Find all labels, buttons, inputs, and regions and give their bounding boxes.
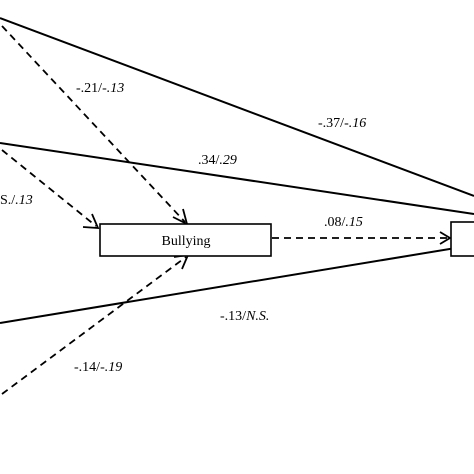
coef-pred1-outcome-plain: -.37/ bbox=[318, 116, 344, 131]
coef-pred4-bullying: -.14/-.19 bbox=[74, 360, 122, 375]
coef-pred1-bullying: -.21/-.13 bbox=[76, 81, 124, 96]
path-pred2-outcome bbox=[0, 142, 474, 215]
bullying-node-label: Bullying bbox=[161, 234, 210, 249]
coef-pred1-bullying-italic: -.13 bbox=[102, 81, 124, 96]
coef-pred2-outcome: .34/.29 bbox=[198, 153, 237, 168]
outcome-node bbox=[450, 221, 474, 257]
coef-pred2-outcome-plain: .34/ bbox=[198, 153, 220, 168]
bullying-node bbox=[99, 223, 272, 257]
coef-pred4-bullying-plain: -.14/ bbox=[74, 360, 100, 375]
path-pred3-outcome bbox=[0, 244, 474, 324]
coef-pred1-outcome: -.37/-.16 bbox=[318, 116, 366, 131]
coef-pred2-bullying-italic: .13 bbox=[15, 193, 33, 208]
path-pred4-bullying bbox=[1, 256, 187, 395]
coef-pred3-outcome: -.13/N.S. bbox=[220, 309, 269, 324]
path-pred2-bullying bbox=[1, 149, 97, 227]
arrowhead-bullying-outcome bbox=[439, 231, 452, 245]
coef-pred4-bullying-italic: -.19 bbox=[100, 360, 122, 375]
coef-pred1-outcome-italic: -.16 bbox=[344, 116, 366, 131]
coef-bullying-outcome: .08/.15 bbox=[324, 215, 363, 230]
arrowhead-pred2-bullying bbox=[82, 213, 100, 229]
path-pred1-outcome bbox=[0, 17, 474, 197]
coef-bullying-outcome-italic: .15 bbox=[345, 215, 363, 230]
coef-bullying-outcome-plain: .08/ bbox=[324, 215, 346, 230]
path-pred1-bullying bbox=[1, 25, 186, 223]
coef-pred3-outcome-plain: -.13/ bbox=[220, 309, 246, 324]
coef-pred2-outcome-italic: .29 bbox=[219, 153, 237, 168]
coef-pred3-outcome-italic: N.S. bbox=[245, 309, 269, 324]
coef-pred1-bullying-plain: -.21/ bbox=[76, 81, 102, 96]
coef-pred2-bullying-plain: S./ bbox=[0, 193, 15, 208]
coef-pred2-bullying: S./.13 bbox=[0, 193, 33, 208]
